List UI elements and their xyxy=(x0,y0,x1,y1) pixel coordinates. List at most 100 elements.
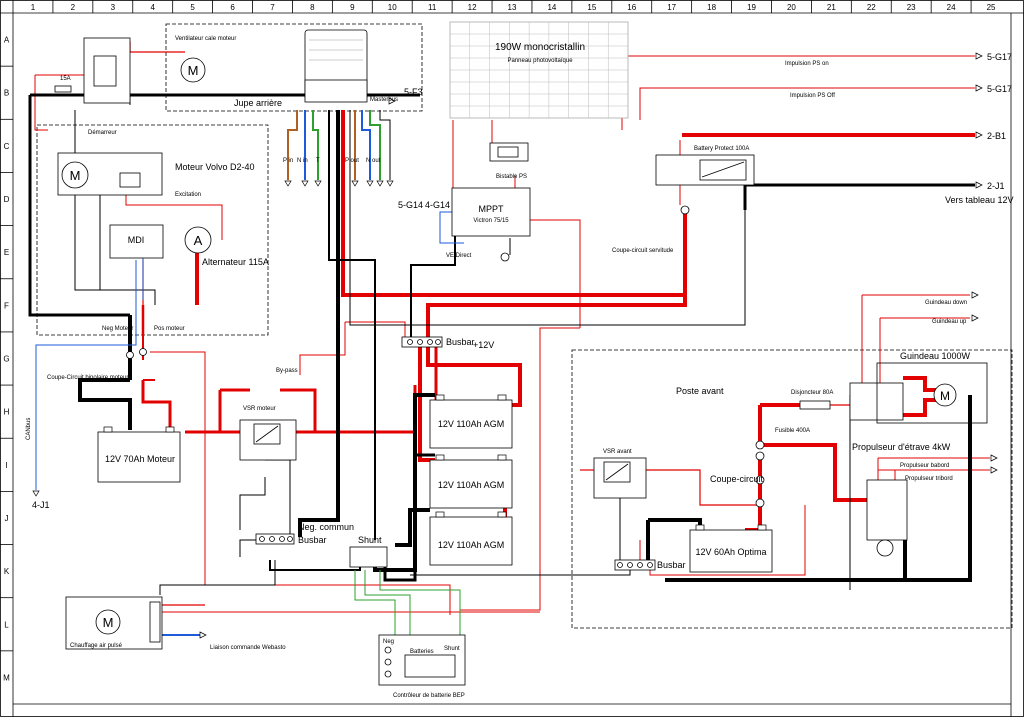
grid-column-label: 19 xyxy=(747,3,756,12)
label-controleur: Contrôleur de batterie BEP xyxy=(393,693,465,699)
label-5g17b: 5-G17 xyxy=(987,84,1012,94)
label-solar-title: 190W monocristallin xyxy=(495,42,585,53)
battery-agm-1 xyxy=(429,399,513,449)
grid-column-label: 10 xyxy=(388,3,397,12)
zone-poste-avant xyxy=(571,349,1013,629)
label-jupe: Jupe arrière xyxy=(234,98,282,108)
label-vsr-moteur: VSR moteur xyxy=(243,406,276,412)
label-poste-avant: Poste avant xyxy=(676,386,724,396)
grid-row-label: D xyxy=(4,195,10,204)
signal-wiring xyxy=(35,110,464,636)
label-bat-moteur: 12V 70Ah Moteur xyxy=(105,454,175,464)
grid-row-label: C xyxy=(4,142,10,151)
label-batteries: Batteries xyxy=(410,649,434,655)
grid-row-label: L xyxy=(4,620,9,629)
grid-column-label: 24 xyxy=(947,3,956,12)
label-4g14: 4-G14 xyxy=(425,200,450,210)
label-impulsion-on: Impulsion PS on xyxy=(785,61,829,67)
grid-column-label: 9 xyxy=(350,3,355,12)
label-t: T xyxy=(316,158,320,164)
ventilateur-motor-icon xyxy=(180,57,206,83)
zone-moteur-volvo xyxy=(36,124,269,336)
label-moteur-volvo: Moteur Volvo D2-40 xyxy=(175,162,255,172)
label-2j1: 2-J1 xyxy=(987,181,1005,191)
label-pout: P out xyxy=(345,158,359,164)
label-coupe-bipolaire: Coupe-Circuit bipolaire moteur xyxy=(47,375,128,381)
grid-column-label: 25 xyxy=(987,3,996,12)
guindeau-control xyxy=(849,382,904,421)
grid-column-label: 2 xyxy=(71,3,76,12)
fusible-icon xyxy=(755,440,765,450)
grid-column-label: 16 xyxy=(627,3,636,12)
label-vsr-avant: VSR avant xyxy=(603,449,632,455)
grid-column-label: 14 xyxy=(547,3,556,12)
label-alternateur: Alternateur 115A xyxy=(202,257,269,267)
grid-column-label: 21 xyxy=(827,3,836,12)
label-busbar-avant: Busbar xyxy=(657,560,686,570)
label-chauffage: Chauffage air pulsé xyxy=(70,643,123,649)
grid-column-label: 18 xyxy=(707,3,716,12)
coupe-circuit-bipolaire-icon[interactable] xyxy=(126,351,134,359)
label-excitation: Excitation xyxy=(175,192,201,198)
coupe-circuit-avant-icon[interactable] xyxy=(755,475,765,485)
label-fuse-15a: 15A xyxy=(60,76,71,82)
label-fusible: Fusible 400A xyxy=(775,428,810,434)
label-ventilateur: Ventilateur cale moteur xyxy=(175,36,236,42)
labels: Ventilateur cale moteur 15A Jupe arrière… xyxy=(26,36,1014,699)
coupe-circuit-servitude-icon[interactable] xyxy=(680,205,690,215)
grid-row-label: M xyxy=(3,673,10,682)
grid-row-label: H xyxy=(4,408,10,417)
grid-column-label: 6 xyxy=(230,3,235,12)
label-5f3: 5-F3 xyxy=(404,87,423,97)
label-neg-commun: Neg. commun xyxy=(298,522,354,532)
label-agm2: 12V 110Ah AGM xyxy=(438,480,504,490)
label-masterbus: Masterbus xyxy=(370,97,398,103)
svg-text:M: M xyxy=(940,389,950,403)
label-bypass: By-pass xyxy=(276,368,298,374)
label-prop-babord: Propulseur babord xyxy=(900,463,949,469)
label-battery-protect: Battery Protect 100A xyxy=(694,146,749,152)
label-optima: 12V 60Ah Optima xyxy=(695,547,766,557)
grid-column-label: 1 xyxy=(31,3,36,12)
label-vers-tableau: Vers tableau 12V xyxy=(945,195,1014,205)
grid-row-label: J xyxy=(5,514,9,523)
label-4j1: 4-J1 xyxy=(32,500,50,510)
label-guindeau: Guindeau 1000W xyxy=(900,351,971,361)
zone-jupe-arriere xyxy=(165,23,423,112)
alternateur-icon xyxy=(184,226,212,254)
grid-row-label: G xyxy=(3,355,9,364)
grid-row-label: B xyxy=(4,89,9,98)
label-neg: Neg xyxy=(383,639,394,645)
mdi-box xyxy=(109,224,164,259)
label-guindeau-down: Guindeau down xyxy=(925,300,967,306)
grid-column-label: 4 xyxy=(150,3,155,12)
disjoncteur-icon xyxy=(799,400,831,410)
svg-text:A: A xyxy=(194,233,203,248)
guindeau-motor-icon xyxy=(933,383,957,407)
busbar-avant xyxy=(614,559,656,571)
grid-column-label: 17 xyxy=(667,3,676,12)
label-prop-tribord: Propulseur tribord xyxy=(905,476,953,482)
label-solar-sub: Panneau photovoltaïque xyxy=(507,58,573,64)
grid-column-label: 20 xyxy=(787,3,796,12)
label-plus12v: +12V xyxy=(473,340,494,350)
grid-column-label: 7 xyxy=(270,3,275,12)
label-canbus: CANbus xyxy=(26,418,32,440)
label-5g17a: 5-G17 xyxy=(987,52,1012,62)
label-propulseur: Propulseur d'étrave 4kW xyxy=(852,442,951,452)
grid-column-label: 22 xyxy=(867,3,876,12)
grid-column-label: 3 xyxy=(111,3,116,12)
svg-text:M: M xyxy=(70,168,81,183)
grid-column-label: 23 xyxy=(907,3,916,12)
label-mdi: MDI xyxy=(128,235,145,245)
label-demarreur: Démarreur xyxy=(88,130,117,136)
battery-agm-3 xyxy=(429,516,513,566)
propulseur-etrave xyxy=(866,479,908,541)
label-neg-moteur: Neg Moteur xyxy=(102,326,133,332)
label-nin: N in xyxy=(297,158,308,164)
grid-row-label: I xyxy=(5,461,7,470)
arrows xyxy=(32,52,998,639)
busbar-positive xyxy=(401,336,443,348)
mppt-victron xyxy=(451,187,531,237)
